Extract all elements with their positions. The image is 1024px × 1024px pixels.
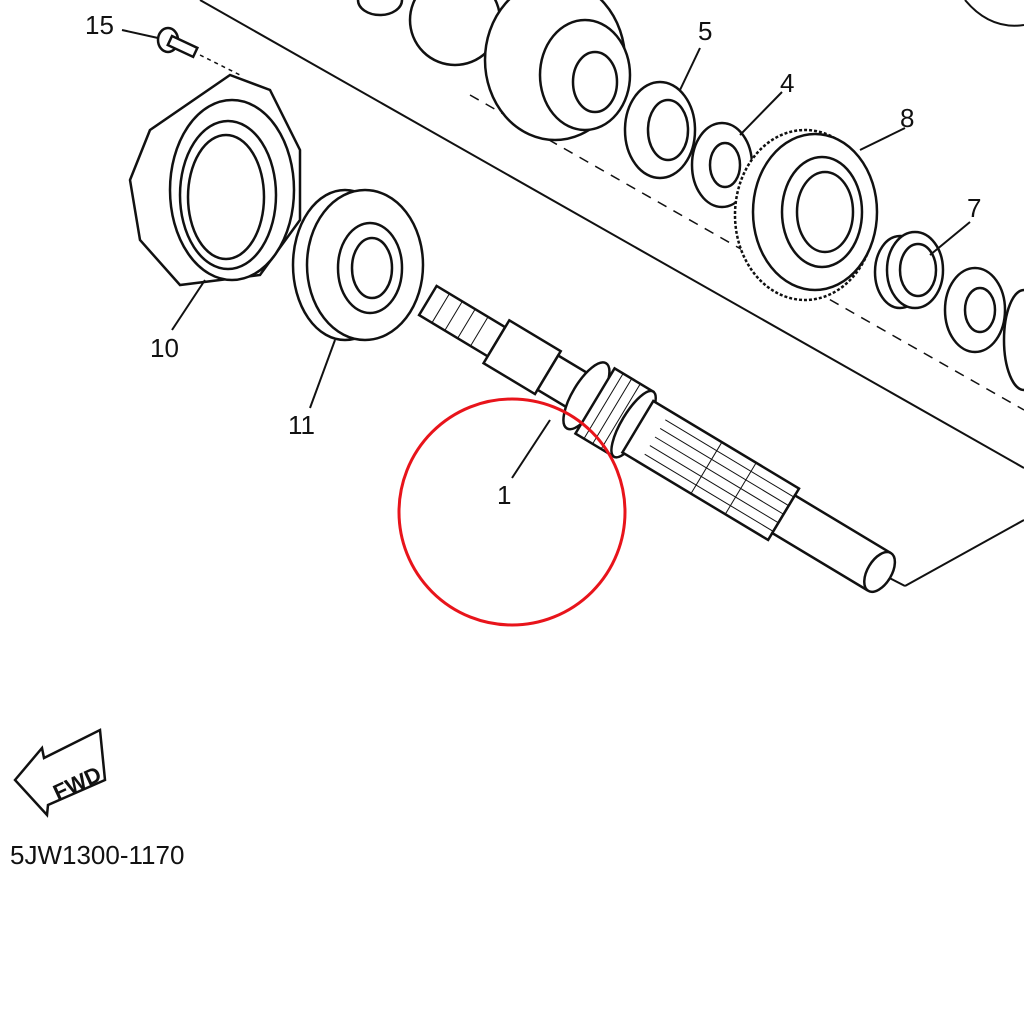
highlight-circle (397, 397, 627, 627)
main-axle-part-1 (417, 284, 897, 594)
ball-bearing-part-11 (291, 188, 425, 342)
screw-part-15 (156, 26, 241, 76)
callout-15: 15 (85, 10, 114, 40)
circlip-part-5 (623, 80, 697, 180)
callout-5: 5 (698, 16, 713, 46)
callout-11: 11 (288, 410, 315, 440)
frame-line (904, 519, 1024, 587)
callout-8: 8 (900, 103, 915, 133)
part-code: 5JW1300-1170 (10, 840, 185, 870)
needle-bearing-part-7 (873, 230, 945, 310)
callout-10: 10 (150, 333, 179, 363)
frame-line (199, 0, 1024, 469)
callout-1: 1 (497, 480, 512, 510)
washer-part-4 (690, 121, 754, 209)
callout-7: 7 (967, 193, 982, 223)
axis-dashed-line (469, 94, 1024, 411)
gear-top (356, 0, 1024, 142)
leader-lines (121, 29, 971, 479)
washer-right (943, 266, 1024, 392)
fwd-arrow-icon: FWD (13, 728, 107, 818)
bearing-housing-part-10 (128, 73, 302, 287)
callout-4: 4 (780, 68, 795, 98)
gear-part-8 (733, 128, 879, 302)
